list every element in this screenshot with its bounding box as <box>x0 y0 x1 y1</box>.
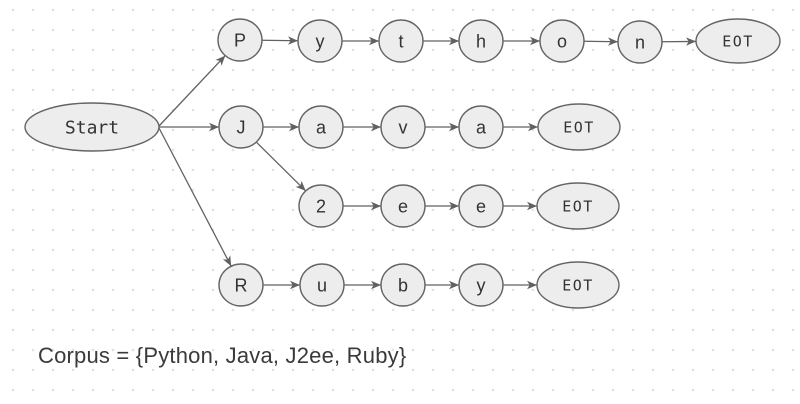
node-start-shape <box>24 102 160 152</box>
node-eot3: EOT <box>536 182 620 230</box>
node-eot1: EOT <box>695 18 781 64</box>
node-b-shape <box>380 263 426 307</box>
node-r-label: R <box>235 275 248 295</box>
node-o-shape <box>539 19 585 63</box>
node-eot4: EOT <box>536 261 620 309</box>
edge-start-r <box>158 127 232 267</box>
node-o: o <box>539 19 585 63</box>
node-u-label: u <box>317 275 327 295</box>
edge-layer <box>158 36 697 290</box>
node-eot1-shape <box>695 18 781 64</box>
corpus-caption: Corpus = {Python, Java, J2ee, Ruby} <box>38 343 407 368</box>
edge-j-two <box>255 141 307 192</box>
node-a1: a <box>298 105 344 149</box>
node-eot4-label: EOT <box>562 276 594 294</box>
node-a2-label: a <box>476 117 487 137</box>
node-p-shape <box>217 18 263 62</box>
node-a1-label: a <box>316 117 327 137</box>
node-b: b <box>380 263 426 307</box>
node-y2: y <box>458 263 504 307</box>
node-t-label: t <box>398 31 403 51</box>
node-start-label: Start <box>65 117 119 138</box>
node-a2: a <box>458 105 504 149</box>
edge-start-p <box>158 55 226 127</box>
node-n-label: n <box>635 32 645 52</box>
node-h-label: h <box>476 31 486 51</box>
node-t: t <box>378 19 424 63</box>
node-eot2: EOT <box>537 103 621 151</box>
node-y2-shape <box>458 263 504 307</box>
node-y1-label: y <box>316 31 325 51</box>
node-eot2-label: EOT <box>563 118 595 136</box>
node-eot4-shape <box>536 261 620 309</box>
node-e2-shape <box>458 184 504 228</box>
node-a2-shape <box>458 105 504 149</box>
node-h: h <box>458 19 504 63</box>
node-r: R <box>218 263 264 307</box>
node-a1-shape <box>298 105 344 149</box>
node-p-label: P <box>234 30 246 50</box>
node-b-label: b <box>398 275 408 295</box>
node-v-label: v <box>399 117 408 137</box>
node-j-label: J <box>237 117 246 137</box>
node-t-shape <box>378 19 424 63</box>
node-e1-label: e <box>398 196 408 216</box>
node-e1: e <box>380 184 426 228</box>
node-two-shape <box>298 184 344 228</box>
node-two-label: 2 <box>316 196 326 216</box>
node-n-shape <box>617 20 663 64</box>
node-e2-label: e <box>476 196 486 216</box>
node-e1-shape <box>380 184 426 228</box>
node-u-shape <box>299 263 345 307</box>
node-r-shape <box>218 263 264 307</box>
node-eot3-label: EOT <box>562 197 594 215</box>
node-start: Start <box>24 102 160 152</box>
node-eot1-label: EOT <box>722 32 754 50</box>
node-j: J <box>218 105 264 149</box>
node-v-shape <box>380 105 426 149</box>
node-p: P <box>217 18 263 62</box>
node-y1-shape <box>297 19 343 63</box>
node-v: v <box>380 105 426 149</box>
node-u: u <box>299 263 345 307</box>
node-two: 2 <box>298 184 344 228</box>
node-o-label: o <box>557 31 567 51</box>
node-n: n <box>617 20 663 64</box>
node-y2-label: y <box>477 275 486 295</box>
node-e2: e <box>458 184 504 228</box>
node-y1: y <box>297 19 343 63</box>
node-j-shape <box>218 105 264 149</box>
node-eot3-shape <box>536 182 620 230</box>
node-eot2-shape <box>537 103 621 151</box>
node-h-shape <box>458 19 504 63</box>
